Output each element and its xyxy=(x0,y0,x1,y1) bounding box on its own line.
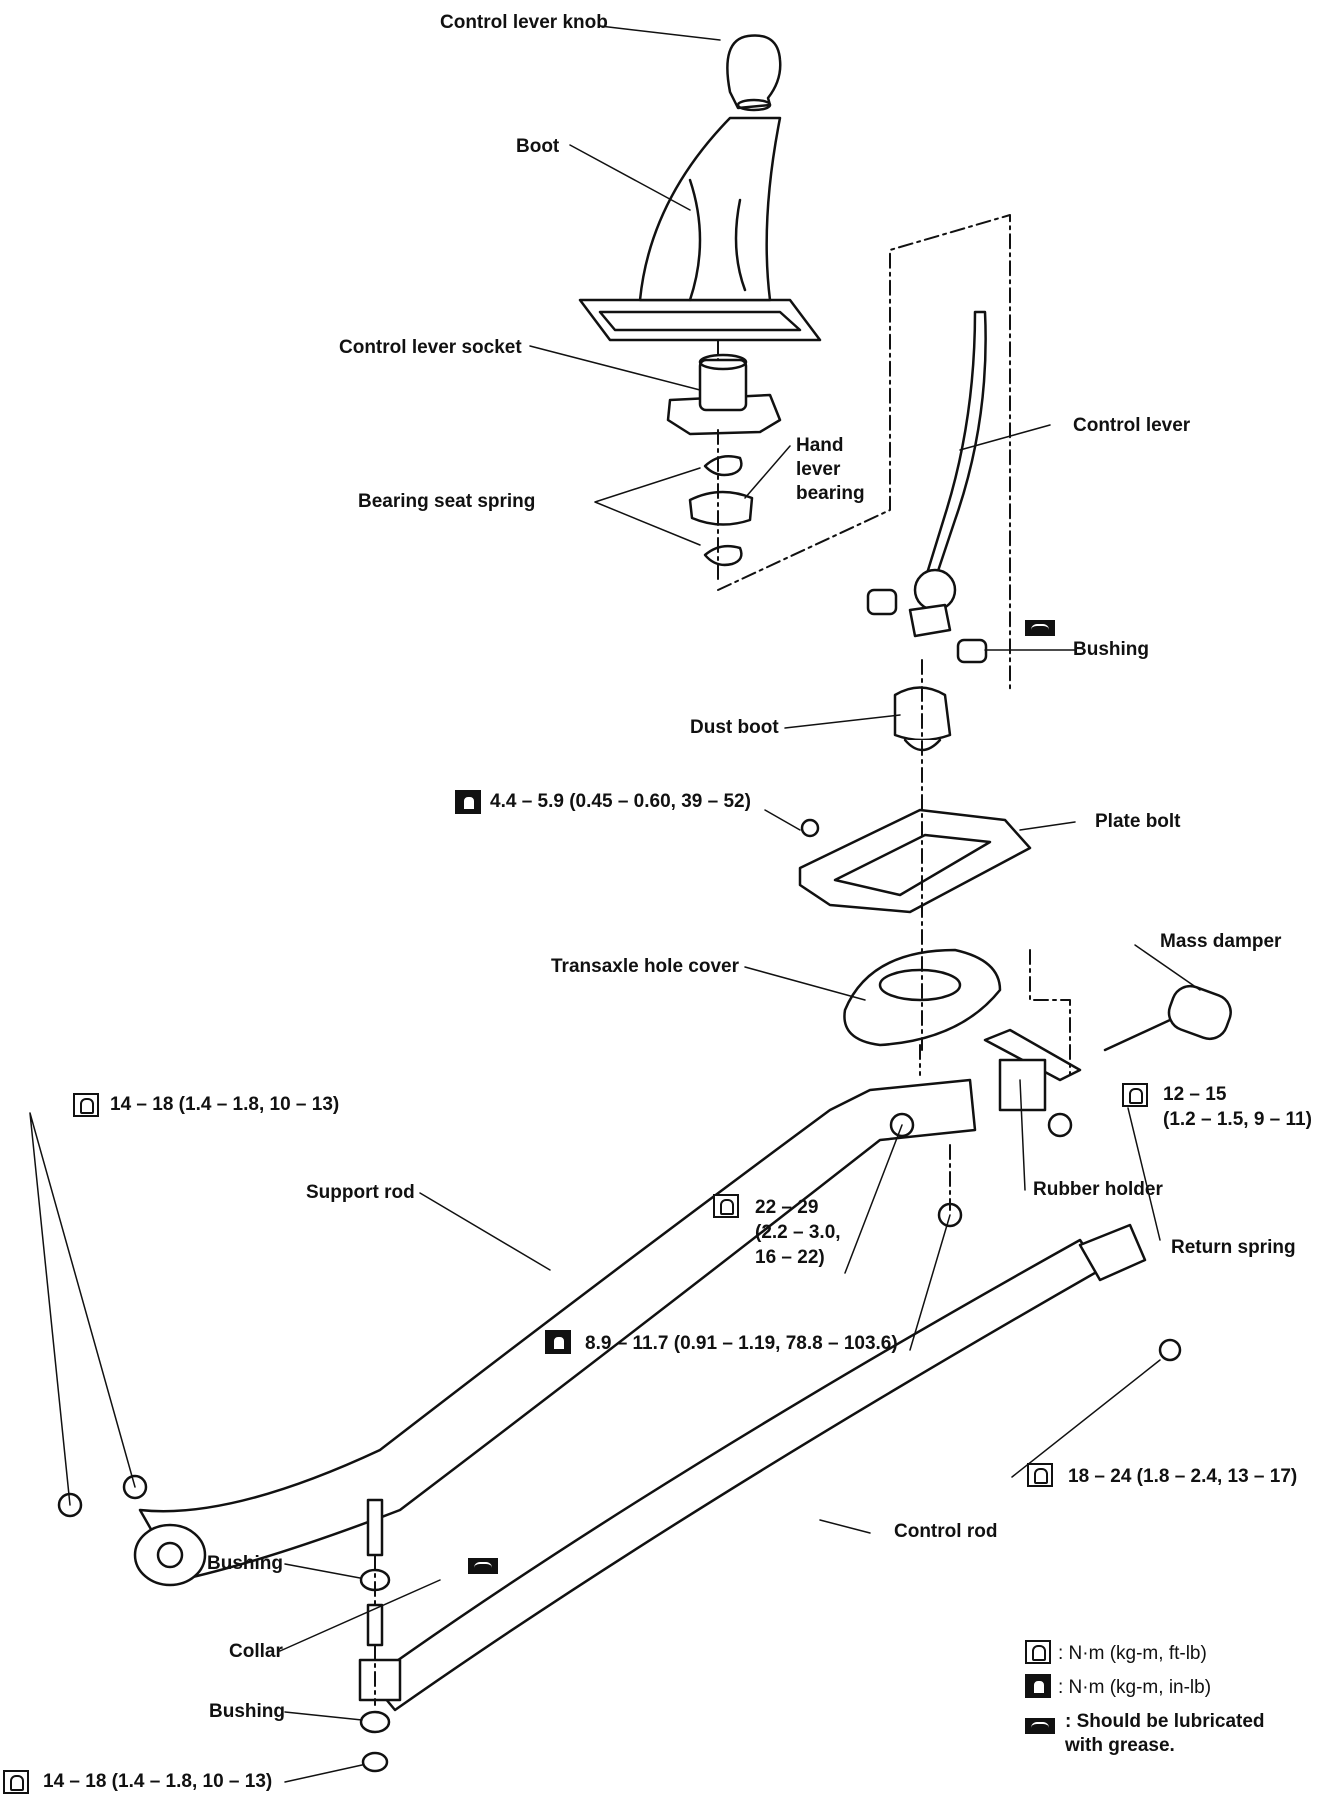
mass-damper-drawing xyxy=(1103,984,1232,1052)
grease-icon xyxy=(468,1558,498,1574)
label-hand-lever-bearing: Hand lever bearing xyxy=(796,435,865,504)
label-collar: Collar xyxy=(229,1641,283,1662)
label-bearing-seat-spring: Bearing seat spring xyxy=(358,491,536,512)
torque-nm-icon xyxy=(713,1194,739,1218)
rubber-holder-drawing xyxy=(983,1028,1082,1112)
torque-plate: 4.4 – 5.9 (0.45 – 0.60, 39 – 52) xyxy=(490,791,751,812)
torque-nm-in-icon xyxy=(455,790,481,814)
torque-holder-a: 12 – 15 xyxy=(1163,1084,1227,1105)
label-bushing-upper: Bushing xyxy=(207,1553,283,1574)
label-dust-boot: Dust boot xyxy=(690,717,779,738)
label-bushing-top: Bushing xyxy=(1073,639,1149,660)
legend-nm-in-icon xyxy=(1025,1674,1051,1698)
label-rubber-holder: Rubber holder xyxy=(1033,1179,1163,1200)
torque-bottom: 14 – 18 (1.4 – 1.8, 10 – 13) xyxy=(43,1771,273,1792)
torque-nm-icon xyxy=(73,1093,99,1117)
torque-nm-icon xyxy=(1027,1463,1053,1487)
label-control-lever-knob: Control lever knob xyxy=(440,12,608,33)
socket-drawing xyxy=(666,353,782,436)
torque-mid-b: (2.2 – 3.0, xyxy=(755,1222,841,1243)
label-plate-bolt: Plate bolt xyxy=(1095,811,1181,832)
control-rod-drawing xyxy=(358,1223,1147,1712)
legend-nm-in: : N·m (kg-m, in-lb) xyxy=(1058,1677,1212,1698)
bearing-drawing xyxy=(688,455,754,567)
torque-mid-a: 22 – 29 xyxy=(755,1197,819,1218)
legend-nm: : N·m (kg-m, ft-lb) xyxy=(1058,1643,1207,1664)
torque-nm-icon xyxy=(1122,1083,1148,1107)
label-support-rod: Support rod xyxy=(306,1182,415,1203)
knob-drawing xyxy=(726,34,782,112)
torque-nm-in-icon xyxy=(545,1330,571,1354)
torque-holder-b: (1.2 – 1.5, 9 – 11) xyxy=(1163,1109,1312,1130)
torque-mid-c: 16 – 22) xyxy=(755,1247,825,1268)
plate-drawing xyxy=(798,808,1032,914)
control-lever-drawing xyxy=(866,310,988,664)
legend-grease: : Should be lubricated with grease. xyxy=(1065,1711,1265,1756)
label-control-lever-socket: Control lever socket xyxy=(339,337,522,358)
label-control-rod: Control rod xyxy=(894,1521,998,1542)
legend-grease-icon xyxy=(1025,1718,1055,1734)
torque-lower: 8.9 – 11.7 (0.91 – 1.19, 78.8 – 103.6) xyxy=(585,1333,898,1354)
label-boot: Boot xyxy=(516,136,560,157)
grease-icon xyxy=(1025,620,1055,636)
torque-nm-icon xyxy=(3,1770,29,1794)
boot-drawing xyxy=(578,116,822,342)
label-control-lever: Control lever xyxy=(1073,415,1191,436)
fasteners-drawing xyxy=(57,1112,1182,1773)
label-return-spring: Return spring xyxy=(1171,1237,1296,1258)
label-bushing-lower: Bushing xyxy=(209,1701,285,1722)
torque-rod-end: 18 – 24 (1.8 – 2.4, 13 – 17) xyxy=(1068,1466,1298,1487)
torque-left: 14 – 18 (1.4 – 1.8, 10 – 13) xyxy=(110,1094,340,1115)
legend-nm-icon xyxy=(1025,1640,1051,1664)
label-transaxle-hole-cover: Transaxle hole cover xyxy=(551,956,739,977)
label-mass-damper: Mass damper xyxy=(1160,931,1282,952)
